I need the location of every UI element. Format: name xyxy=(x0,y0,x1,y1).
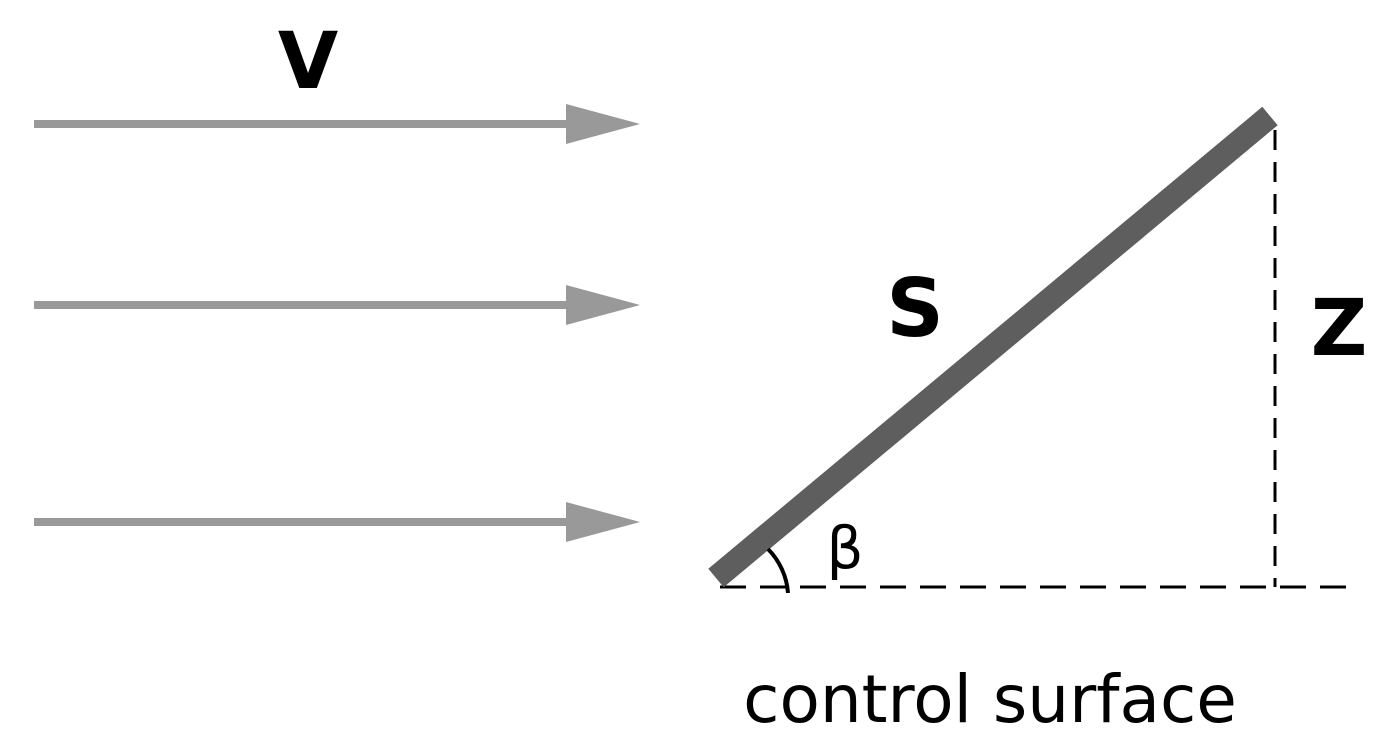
angle-arc xyxy=(766,547,790,594)
velocity-arrow-top xyxy=(34,104,640,144)
angle-label: β xyxy=(826,514,863,582)
height-label: Z xyxy=(1311,284,1368,374)
velocity-arrow-bottom xyxy=(34,502,640,542)
caption-label: control surface xyxy=(743,661,1237,738)
surface-length-label: S xyxy=(886,262,944,355)
velocity-arrow-middle xyxy=(34,285,640,325)
inclined-surface-plate xyxy=(708,106,1278,588)
velocity-label: V xyxy=(278,17,338,107)
velocity-arrows xyxy=(34,104,640,542)
